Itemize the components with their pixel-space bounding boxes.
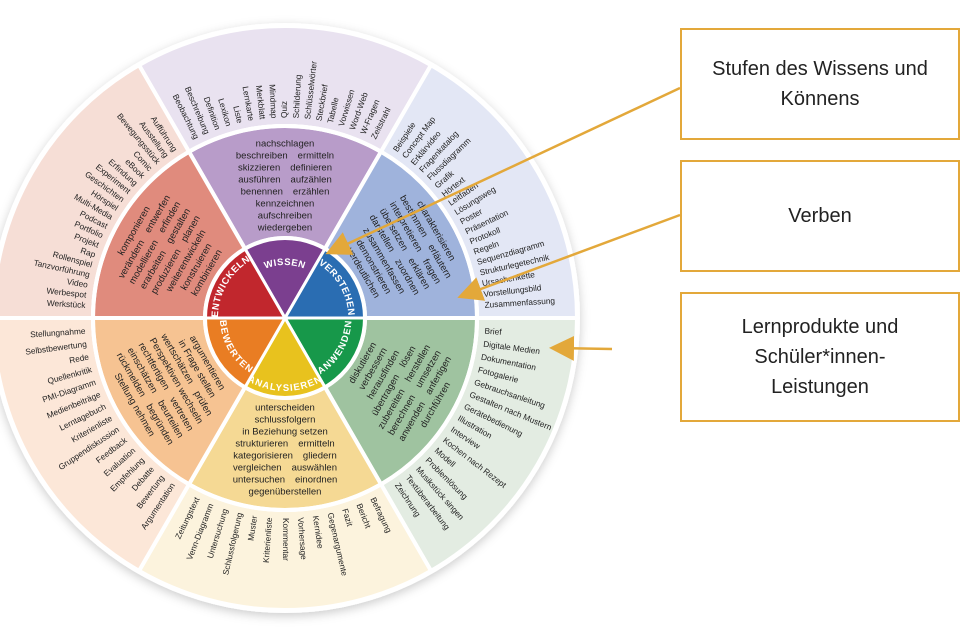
product-entwickeln: Werkstück xyxy=(47,298,87,310)
product-entwickeln: Video xyxy=(66,276,89,289)
verb-wissen: wiedergeben xyxy=(257,223,312,234)
product-analysieren: Vorhersage xyxy=(296,517,309,560)
product-verstehen: Zusammenfassung xyxy=(484,295,555,309)
verb-wissen: ermitteln xyxy=(298,151,334,162)
verb-ring-border xyxy=(91,124,479,512)
product-entwickeln: Rap xyxy=(79,245,97,259)
legend-products-text: Lernprodukte und Schüler*innen-Leistunge… xyxy=(741,316,899,398)
product-analysieren: Kernidee xyxy=(311,515,326,550)
verb-analysieren: auswählen xyxy=(292,463,337,474)
legend-verbs-text: Verben xyxy=(788,205,852,227)
verb-wissen: erzählen xyxy=(293,187,329,198)
verb-analysieren: schlussfolgern xyxy=(255,415,316,426)
product-anwenden: Brief xyxy=(484,326,502,337)
verb-wissen: beschreiben xyxy=(236,151,288,162)
product-wissen: Mindmap xyxy=(267,84,279,119)
verb-wissen: ausführen xyxy=(238,175,280,186)
product-bewerten: Rede xyxy=(68,352,90,366)
verb-analysieren: gegenüberstellen xyxy=(249,487,322,498)
verb-analysieren: gliedern xyxy=(303,451,337,462)
verb-analysieren: kategorisieren xyxy=(233,451,293,462)
level-label-text: WISSEN xyxy=(263,256,307,271)
verb-wissen: aufschreiben xyxy=(258,211,312,222)
legend-box-verbs: Verben xyxy=(680,160,960,272)
product-wissen: Merkblatt xyxy=(254,85,268,121)
legend-levels-text: Stufen des Wissens und Könnens xyxy=(712,58,928,110)
verb-analysieren: in Beziehung setzen xyxy=(242,427,328,438)
verb-analysieren: untersuchen xyxy=(233,475,285,486)
level-label-wissen: WISSEN xyxy=(263,256,308,271)
verb-analysieren: einordnen xyxy=(295,475,337,486)
verb-wissen: benennen xyxy=(241,187,283,198)
verb-wissen: definieren xyxy=(290,163,332,174)
verb-wissen: skizzieren xyxy=(238,163,280,174)
verb-wissen: aufzählen xyxy=(291,175,332,186)
verb-wissen: kennzeichnen xyxy=(256,199,315,210)
product-analysieren: Kriterienliste xyxy=(261,517,274,564)
level-ring-border xyxy=(203,236,367,400)
verb-analysieren: unterscheiden xyxy=(255,403,315,414)
verb-analysieren: ermitteln xyxy=(298,439,334,450)
product-entwickeln: Werbespot xyxy=(46,285,88,299)
verb-wissen: nachschlagen xyxy=(256,139,315,150)
legend-box-products: Lernprodukte und Schüler*innen-Leistunge… xyxy=(680,292,960,422)
legend-box-levels: Stufen des Wissens und Könnens xyxy=(680,28,960,140)
product-wissen: Quiz xyxy=(279,101,289,118)
product-bewerten: Stellungnahme xyxy=(30,326,86,340)
product-analysieren: Kommentar xyxy=(281,518,291,561)
product-analysieren: Muster xyxy=(245,515,259,542)
product-wissen: Liste xyxy=(231,105,245,125)
product-wissen: Schilderung xyxy=(291,74,304,119)
verb-analysieren: vergleichen xyxy=(233,463,282,474)
verb-analysieren: strukturieren xyxy=(235,439,288,450)
